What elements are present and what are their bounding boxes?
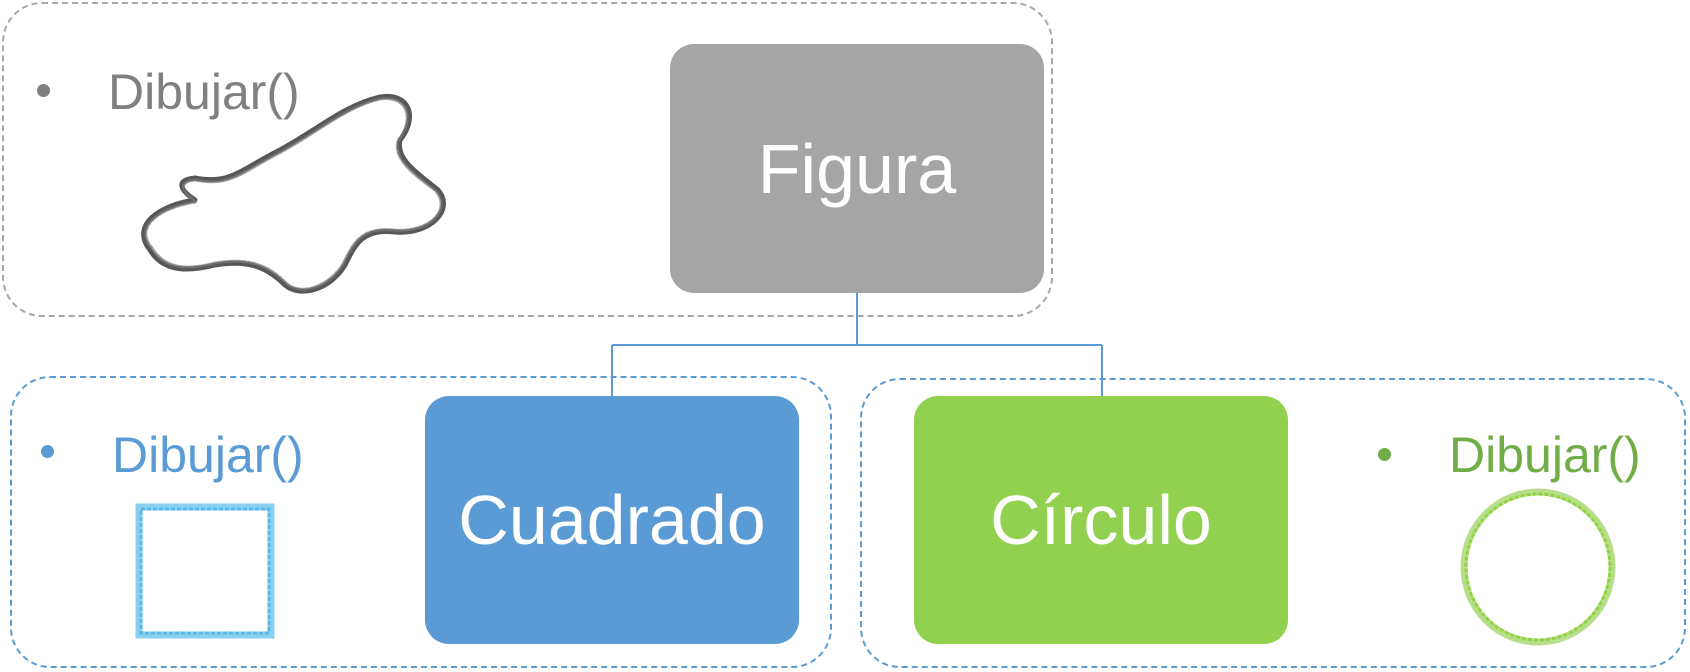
square-method-label: Dibujar() (112, 427, 304, 483)
circle-sketch-icon (1460, 488, 1616, 646)
hierarchy-connector (611, 293, 1103, 396)
cuadrado-box: Cuadrado (425, 396, 799, 644)
square-group-frame (10, 376, 832, 668)
figura-box: Figura (670, 44, 1044, 293)
figura-label: Figura (757, 129, 957, 208)
circulo-label: Círculo (990, 481, 1212, 559)
parent-group-frame (2, 2, 1053, 317)
bullet-dot (1378, 448, 1391, 461)
circle-method-label: Dibujar() (1449, 427, 1641, 483)
circulo-box: Círculo (914, 396, 1288, 644)
blob-sketch-icon (141, 93, 446, 294)
square-sketch-icon (135, 503, 275, 639)
cuadrado-label: Cuadrado (458, 481, 766, 559)
circle-group-frame (860, 378, 1686, 668)
parent-method-label: Dibujar() (108, 64, 300, 120)
bullet-dot (41, 445, 54, 458)
bullet-dot (37, 84, 50, 97)
